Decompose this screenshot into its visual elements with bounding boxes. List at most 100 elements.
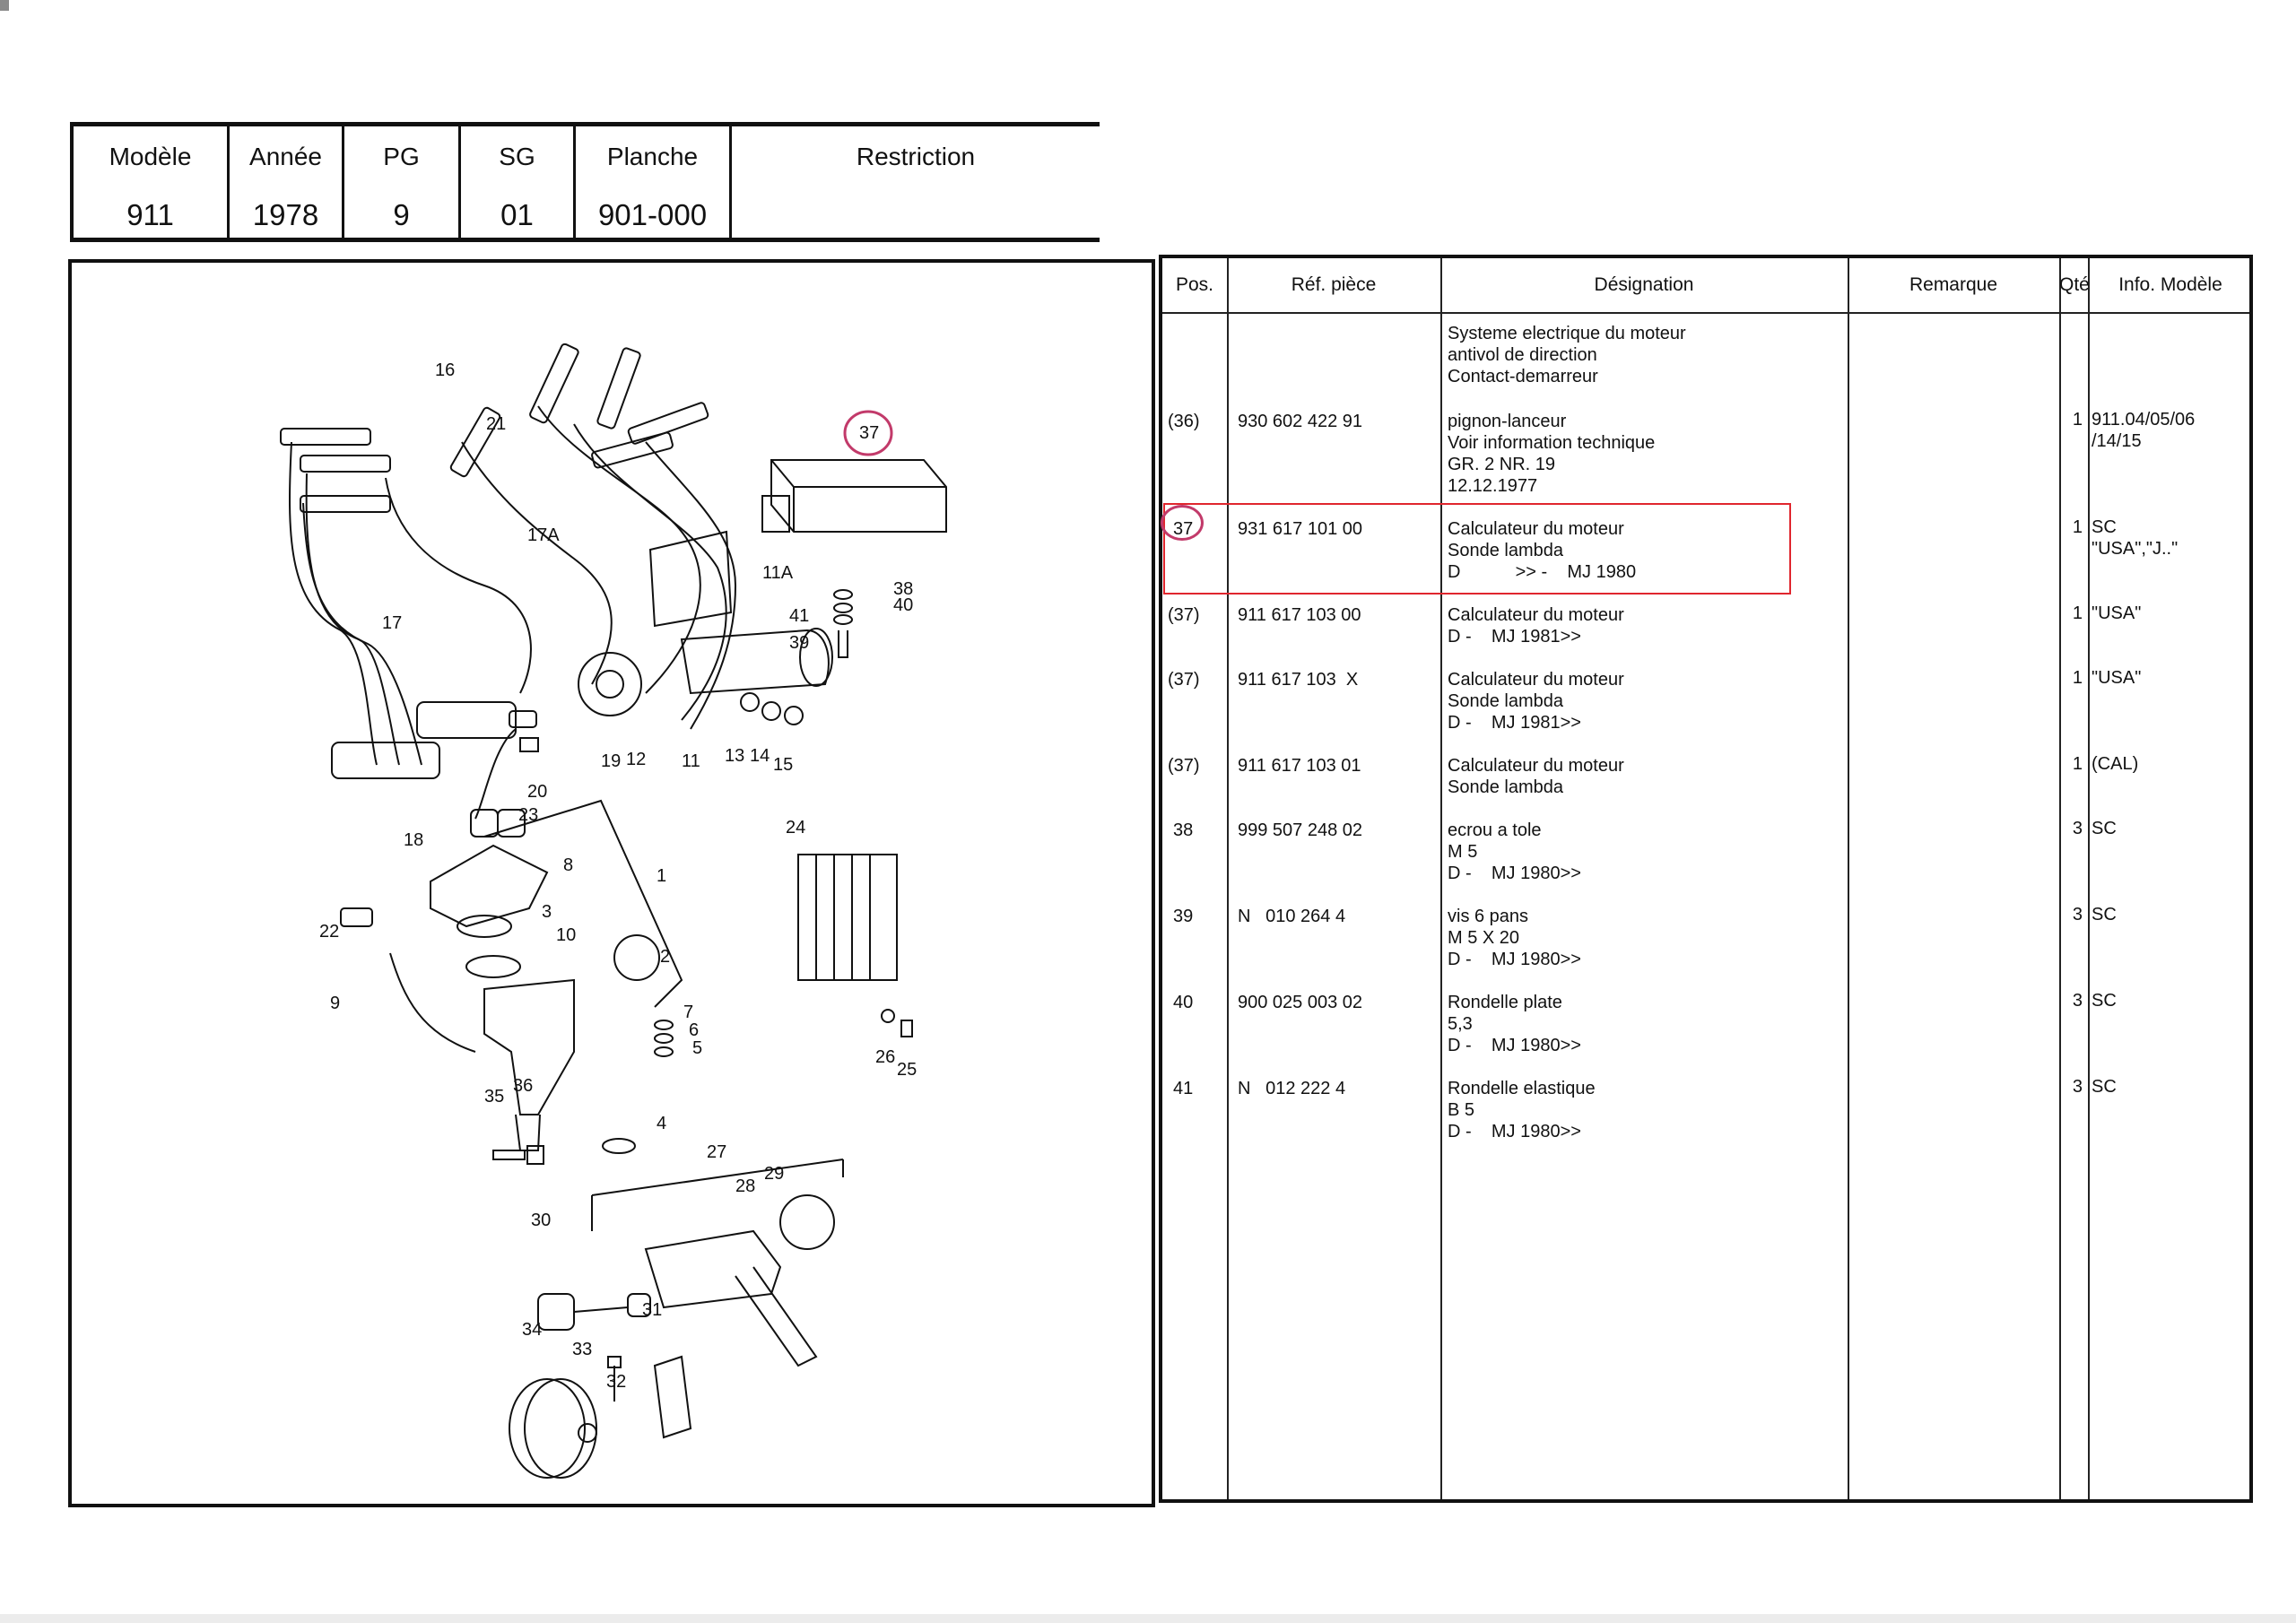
header-value: 9 [393, 198, 410, 231]
exploded-diagram: 16 21 37 17A 11A 38 40 41 39 17 12 11 13… [280, 343, 947, 1479]
scan-corner-mark [0, 0, 9, 11]
header-value: 1978 [252, 198, 319, 231]
table-row-ref: 911 617 103 X [1238, 670, 1359, 690]
header-value: 911 [126, 198, 174, 231]
table-row-ref: 911 617 103 00 [1238, 605, 1361, 625]
table-row-ref: N 010 264 4 [1238, 907, 1346, 926]
table-row-qte: 3 [2072, 991, 2083, 1011]
table-row-qte: 1 [2072, 603, 2083, 623]
table-row-designation: Rondelle plate 5,3 D - MJ 1980>> [1448, 993, 1581, 1055]
callout-37: 37 [859, 423, 879, 443]
callout-24: 24 [786, 818, 805, 838]
callout-14: 14 [750, 746, 770, 766]
callout-39: 39 [789, 633, 809, 653]
header-cell-modele: Modèle 911 [74, 126, 230, 238]
column-header-remarque: Remarque [1909, 274, 1998, 295]
callout-40: 40 [893, 595, 913, 615]
table-row-qte: 1 [2072, 410, 2083, 430]
callout-31: 31 [642, 1300, 662, 1320]
callout-12: 12 [626, 750, 646, 769]
callout-1: 1 [657, 866, 666, 886]
table-row-qte: 1 [2072, 517, 2083, 537]
diagram-labels: 16 21 37 17A 11A 38 40 41 39 17 12 11 13… [319, 360, 917, 1392]
table-row-qte: 3 [2072, 905, 2083, 924]
table-row-qte: 3 [2072, 819, 2083, 838]
table-row-designation: Calculateur du moteur Sonde lambda D - M… [1448, 670, 1624, 733]
diagram-drawing [280, 343, 947, 1479]
callout-34: 34 [522, 1320, 542, 1340]
callout-33: 33 [572, 1340, 592, 1359]
table-row-ref: 930 602 422 91 [1238, 412, 1363, 431]
header-cell-annee: Année 1978 [230, 126, 344, 238]
table-row-info: SC [2092, 819, 2117, 838]
callout-41: 41 [789, 606, 809, 626]
table-row-designation: vis 6 pans M 5 X 20 D - MJ 1980>> [1448, 907, 1581, 969]
table-row-info: (CAL) [2092, 754, 2139, 774]
table-row-info: 911.04/05/06 /14/15 [2092, 410, 2196, 451]
header-table: Modèle 911 Année 1978 PG 9 SG 01 Planche… [70, 122, 1100, 242]
table-row-info: SC "USA","J.." [2092, 517, 2179, 559]
column-header-designation: Désignation [1594, 274, 1694, 295]
table-row-ref: 999 507 248 02 [1238, 820, 1363, 840]
callout-35: 35 [484, 1087, 504, 1107]
callout-11: 11 [682, 751, 700, 771]
table-row-designation: Calculateur du moteur Sonde lambda D >> … [1448, 519, 1637, 582]
table-row-pos: (36) [1168, 412, 1200, 431]
column-header-info: Info. Modèle [2118, 274, 2222, 295]
column-header-qte: Qté [2059, 274, 2090, 295]
table-row-pos: 39 [1173, 907, 1194, 926]
header-cell-planche: Planche 901-000 [576, 126, 732, 238]
column-divider [1440, 258, 1442, 1499]
callout-4: 4 [657, 1114, 666, 1133]
table-row-pos: 40 [1173, 993, 1194, 1012]
callout-23: 23 [518, 805, 538, 825]
table-row-pos: (37) [1168, 756, 1200, 776]
callout-29: 29 [764, 1164, 784, 1184]
callout-20: 20 [527, 782, 547, 802]
header-cell-sg: SG 01 [461, 126, 576, 238]
header-label: Restriction [856, 143, 976, 170]
callout-26: 26 [875, 1047, 895, 1067]
column-header-pos: Pos. [1175, 274, 1214, 295]
table-row-designation: Rondelle elastique B 5 D - MJ 1980>> [1448, 1079, 1596, 1141]
callout-37-circle-marker [843, 410, 893, 456]
callout-19: 19 [601, 751, 621, 771]
callout-27: 27 [707, 1142, 726, 1162]
callout-22: 22 [319, 922, 339, 942]
header-label: SG [499, 143, 535, 170]
callout-11a: 11A [762, 563, 794, 583]
table-row-ref: 931 617 101 00 [1238, 519, 1363, 539]
header-label: Année [249, 143, 322, 170]
table-row-info: SC [2092, 905, 2117, 924]
callout-38: 38 [893, 579, 913, 599]
table-row-pos: (37) [1168, 605, 1200, 625]
table-row-pos: 38 [1173, 820, 1194, 840]
table-row-designation: Calculateur du moteur D - MJ 1981>> [1448, 605, 1624, 647]
callout-6: 6 [689, 1020, 699, 1040]
callout-25: 25 [897, 1060, 917, 1080]
header-value: 01 [500, 198, 534, 231]
table-row-pos: (37) [1168, 670, 1200, 690]
table-row-info: SC [2092, 1077, 2117, 1097]
callout-21: 21 [486, 414, 506, 434]
header-label: Modèle [109, 143, 192, 170]
column-divider [2088, 258, 2090, 1499]
header-label: Planche [606, 143, 699, 170]
table-row-qte: 1 [2072, 754, 2083, 774]
callout-9: 9 [330, 994, 340, 1013]
table-row-pos: 41 [1173, 1079, 1194, 1098]
table-row-designation: pignon-lanceur Voir information techniqu… [1448, 412, 1656, 496]
column-divider [2059, 258, 2061, 1499]
header-label: PG [383, 143, 420, 170]
callout-16: 16 [435, 360, 455, 380]
pos-37-circle-marker [1161, 505, 1204, 541]
callout-2: 2 [660, 947, 670, 967]
table-row-ref: N 012 222 4 [1238, 1079, 1346, 1098]
callout-10: 10 [556, 925, 576, 945]
callout-5: 5 [692, 1038, 702, 1058]
exploded-diagram-frame: 16 21 37 17A 11A 38 40 41 39 17 12 11 13… [68, 259, 1155, 1507]
callout-15: 15 [773, 755, 793, 775]
table-row-info: SC [2092, 991, 2117, 1011]
parts-table: Pos. Réf. pièce Désignation Remarque Qté… [1159, 255, 2253, 1503]
column-header-ref: Réf. pièce [1291, 274, 1377, 295]
